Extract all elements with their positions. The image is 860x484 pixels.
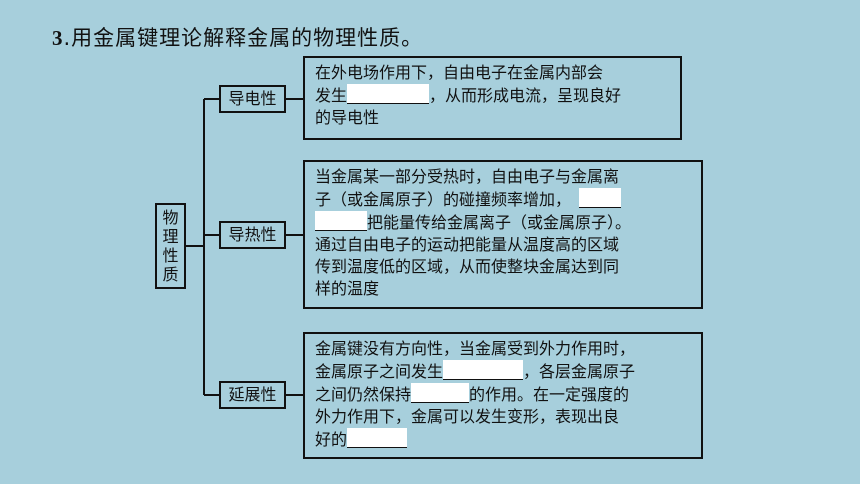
text-run: 在外电场作用下，自由电子在金属内部会	[315, 63, 604, 82]
content-conductivity: 在外电场作用下，自由电子在金属内部会 发生 ，从而形成电流，呈现良好 的导电性	[303, 56, 682, 140]
text-run: 之间仍然保持	[315, 385, 412, 404]
text-line: 通过自由电子的运动把能量从温度高的区域	[315, 234, 691, 256]
text-line: 样的温度	[315, 278, 691, 300]
label-thermal-conductivity: 导热性	[219, 221, 286, 249]
page-title: 3.用金属键理论解释金属的物理性质。	[52, 22, 423, 52]
text-line: 子（或金属原子）的碰撞频率增加，	[315, 188, 691, 211]
root-char: 物	[162, 208, 179, 227]
text-run: 好的	[315, 430, 348, 449]
text-run: 通过自由电子的运动把能量从温度高的区域	[315, 235, 620, 254]
answer-blank[interactable]	[579, 188, 622, 208]
text-line: 的导电性	[315, 107, 670, 129]
text-run: ，各层金属原子	[523, 362, 636, 381]
text-run: 发生	[315, 86, 348, 105]
root-char: 质	[162, 265, 179, 284]
text-run: 当金属某一部分受热时，自由电子与金属离	[315, 167, 620, 186]
content-ductility: 金属键没有方向性，当金属受到外力作用时， 金属原子之间发生 ，各层金属原子 之间仍…	[303, 332, 703, 459]
text-line: 发生 ，从而形成电流，呈现良好	[315, 84, 670, 107]
answer-blank[interactable]	[347, 428, 408, 448]
answer-blank[interactable]	[315, 211, 367, 231]
text-run: 传到温度低的区域，从而使整块金属达到同	[315, 257, 620, 276]
content-thermal-conductivity: 当金属某一部分受热时，自由电子与金属离 子（或金属原子）的碰撞频率增加， 把能量…	[303, 160, 703, 309]
text-run: 的作用。在一定强度的	[469, 385, 630, 404]
label-text: 延展性	[228, 385, 277, 404]
title-number: 3	[52, 26, 64, 50]
label-text: 导电性	[228, 89, 277, 108]
answer-blank[interactable]	[411, 383, 470, 403]
text-line: 好的	[315, 428, 691, 451]
text-run: 外力作用下，金属可以发生变形，表现出良	[315, 407, 620, 426]
text-run: 把能量传给金属离子（或金属原子）。	[367, 213, 632, 232]
text-line: 在外电场作用下，自由电子在金属内部会	[315, 62, 670, 84]
text-line: 金属原子之间发生 ，各层金属原子	[315, 360, 691, 383]
text-run: 子（或金属原子）的碰撞频率增加，	[315, 190, 572, 209]
text-line: 把能量传给金属离子（或金属原子）。	[315, 211, 691, 234]
text-line: 传到温度低的区域，从而使整块金属达到同	[315, 256, 691, 278]
answer-blank[interactable]	[347, 84, 430, 104]
text-run: 金属原子之间发生	[315, 362, 444, 381]
text-line: 金属键没有方向性，当金属受到外力作用时，	[315, 338, 691, 360]
label-text: 导热性	[228, 225, 277, 244]
title-text: .用金属键理论解释金属的物理性质。	[63, 26, 424, 50]
text-line: 当金属某一部分受热时，自由电子与金属离	[315, 166, 691, 188]
text-run: 金属键没有方向性，当金属受到外力作用时，	[315, 339, 636, 358]
text-run: 的导电性	[315, 108, 380, 127]
label-conductivity: 导电性	[219, 85, 286, 113]
text-run: ，从而形成电流，呈现良好	[429, 86, 622, 105]
root-char: 性	[162, 246, 179, 265]
text-line: 之间仍然保持 的作用。在一定强度的	[315, 383, 691, 406]
root-node: 物 理 性 质	[155, 203, 186, 289]
label-ductility: 延展性	[219, 381, 286, 409]
text-run: 样的温度	[315, 279, 380, 298]
answer-blank[interactable]	[443, 360, 524, 380]
root-char: 理	[162, 227, 179, 246]
text-line: 外力作用下，金属可以发生变形，表现出良	[315, 406, 691, 428]
